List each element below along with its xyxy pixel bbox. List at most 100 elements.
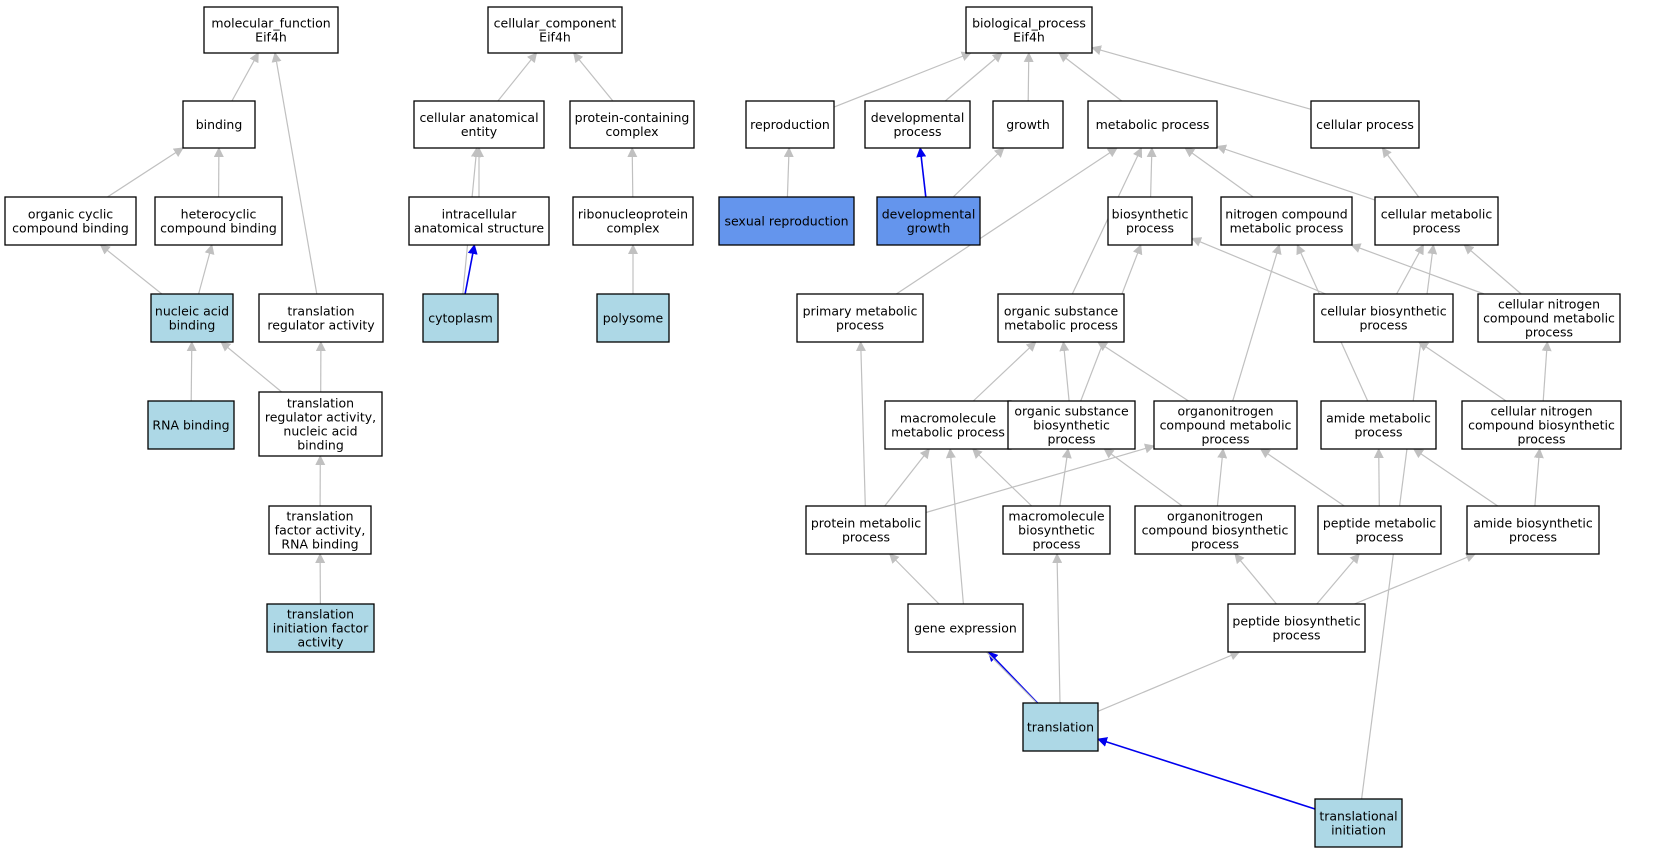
edge-pepbp-to-abp bbox=[1354, 552, 1477, 605]
node-box bbox=[805, 505, 927, 555]
node-label-line: metabolic process bbox=[1096, 117, 1210, 132]
node-label-line: metabolic process bbox=[891, 425, 1005, 440]
node-label-line: complex bbox=[607, 221, 660, 236]
edge-translation-to-geneexp bbox=[987, 651, 1039, 704]
node-label-line: process bbox=[1201, 432, 1249, 447]
node-label-line: process bbox=[1191, 537, 1239, 552]
node-polysome[interactable]: polysome bbox=[596, 293, 670, 343]
node-label-line: nucleic acid bbox=[283, 424, 357, 439]
edge-cncbp-to-cncmp bbox=[1541, 341, 1552, 402]
node-label-line: biological_process bbox=[972, 16, 1086, 31]
node-label-line: process bbox=[1517, 432, 1565, 447]
graph-edges bbox=[99, 45, 1552, 810]
node-translation[interactable]: translation bbox=[1022, 702, 1099, 752]
edge-mbp-to-mmp bbox=[972, 448, 1033, 507]
node-label-line: peptide metabolic bbox=[1323, 516, 1436, 531]
node-label-line: process bbox=[1272, 628, 1320, 643]
node-label-line: reproduction bbox=[750, 117, 830, 132]
node-label-line: translation bbox=[287, 607, 354, 622]
node-box bbox=[182, 100, 256, 149]
node-metproc[interactable]: metabolic process bbox=[1087, 100, 1218, 149]
node-label-line: complex bbox=[606, 124, 659, 139]
edge-oncbp-to-oncmp bbox=[1216, 448, 1228, 507]
node-label-line: Eif4h bbox=[255, 30, 287, 45]
node-label-line: developmental bbox=[871, 110, 965, 125]
node-label-line: regulator activity, bbox=[265, 410, 376, 425]
node-label-line: process bbox=[1525, 325, 1573, 340]
node-label-line: binding bbox=[196, 117, 243, 132]
node-label-line: initiation factor bbox=[273, 621, 369, 636]
node-label-line: cellular metabolic bbox=[1381, 207, 1493, 222]
node-cytoplasm[interactable]: cytoplasm bbox=[422, 293, 499, 343]
node-label-line: compound binding bbox=[160, 221, 277, 236]
node-label-line: metabolic process bbox=[1230, 221, 1344, 236]
edge-cmp-to-cellproc bbox=[1381, 147, 1420, 198]
edge-mbp-to-osbp bbox=[1059, 448, 1072, 507]
node-label-line: process bbox=[1032, 537, 1080, 552]
node-box bbox=[4, 196, 137, 246]
node-box bbox=[266, 603, 375, 653]
node-box bbox=[796, 293, 924, 343]
edge-cncmp-to-ncmp bbox=[1350, 243, 1485, 295]
node-geneexp[interactable]: gene expression bbox=[907, 603, 1024, 653]
node-label-line: translation bbox=[287, 396, 354, 411]
node-box bbox=[596, 293, 670, 343]
node-binding[interactable]: binding bbox=[182, 100, 256, 149]
node-label-line: macromolecule bbox=[900, 411, 996, 426]
edge-pcc-to-cc_root bbox=[573, 52, 614, 102]
node-sexrep[interactable]: sexual reproduction bbox=[718, 196, 855, 246]
node-box bbox=[965, 6, 1093, 54]
node-rna_binding[interactable]: RNA binding bbox=[147, 400, 235, 450]
node-box bbox=[1461, 400, 1622, 450]
edge-organic_cyclic-to-binding bbox=[107, 147, 184, 198]
node-label-line: process bbox=[836, 318, 884, 333]
edge-rna_binding-to-nucleic_acid_binding bbox=[186, 341, 197, 402]
node-label-line: molecular_function bbox=[211, 16, 330, 31]
node-box bbox=[258, 391, 383, 457]
edge-transinit-to-translation bbox=[1097, 737, 1316, 810]
node-box bbox=[258, 293, 384, 343]
node-growth[interactable]: growth bbox=[992, 100, 1064, 149]
node-cellproc[interactable]: cellular process bbox=[1310, 100, 1420, 149]
node-box bbox=[1320, 400, 1437, 450]
node-reproduction[interactable]: reproduction bbox=[745, 100, 835, 149]
node-box bbox=[1313, 293, 1454, 343]
node-label-line: organonitrogen bbox=[1177, 404, 1273, 419]
node-label-line: factor activity, bbox=[275, 523, 366, 538]
